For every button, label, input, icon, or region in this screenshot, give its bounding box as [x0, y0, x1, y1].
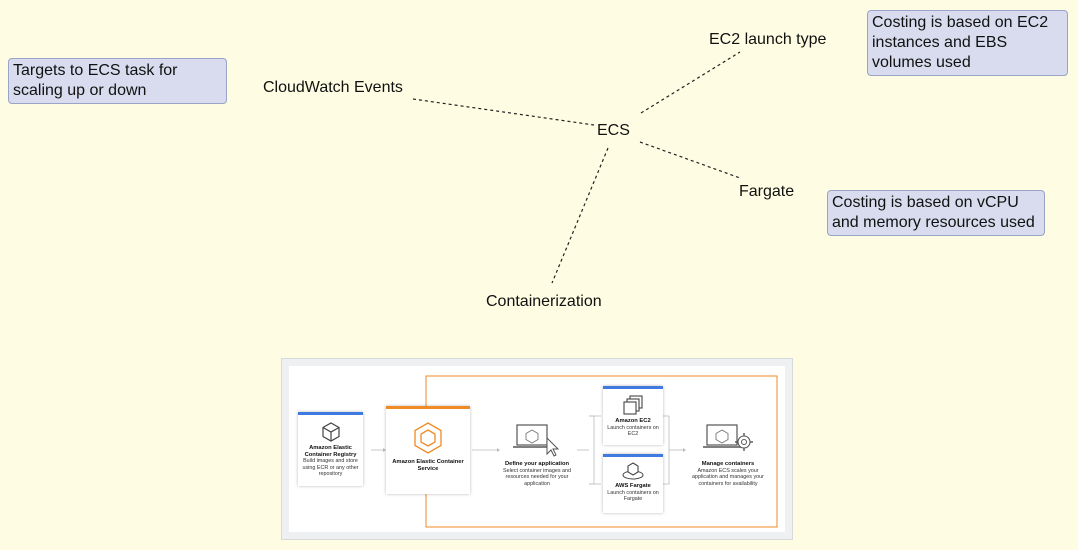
card-amazon-ecr: Amazon Elastic Container Registry Build …	[298, 412, 363, 486]
card-fargate-accent	[603, 454, 663, 457]
figure-canvas: Amazon Elastic Container Registry Build …	[289, 366, 785, 532]
note-fargate-costing: Costing is based on vCPU and memory reso…	[827, 190, 1045, 236]
center-node-ecs[interactable]: ECS	[597, 122, 630, 139]
ec2-description: Launch containers on EC2	[607, 424, 659, 438]
fargate-title: AWS Fargate	[615, 483, 651, 489]
define-description: Select container images and resources ne…	[502, 467, 572, 487]
connector-ec2	[640, 51, 741, 114]
note-ec2-costing: Costing is based on EC2 instances and EB…	[867, 10, 1068, 76]
step-define-application: Define your application Select container…	[499, 420, 575, 487]
connector-cloudwatch	[412, 98, 595, 126]
card-ec2-accent	[603, 386, 663, 389]
fargate-icon	[622, 462, 644, 480]
card-ecr-accent	[298, 412, 363, 415]
ecs-title: Amazon Elastic Container Service	[392, 459, 464, 472]
ecr-title: Amazon Elastic Container Registry	[304, 445, 357, 458]
manage-description: Amazon ECS scales your application and m…	[692, 467, 764, 487]
laptop-cursor-icon	[513, 424, 560, 457]
card-amazon-ecs: Amazon Elastic Container Service	[386, 406, 470, 494]
branch-ec2-launch-type[interactable]: EC2 launch type	[709, 31, 827, 48]
connector-containerization	[551, 147, 609, 284]
ec2-title: Amazon EC2	[615, 418, 651, 424]
ecr-description: Build images and store using ECR or any …	[302, 458, 359, 478]
fargate-description: Launch containers on Fargate	[607, 489, 659, 503]
step-manage-containers: Manage containers Amazon ECS scales your…	[687, 420, 769, 487]
note-cloudwatch: Targets to ECS task for scaling up or do…	[8, 58, 227, 104]
ecr-cube-icon	[321, 422, 340, 442]
manage-title: Manage containers	[701, 461, 755, 467]
connector-fargate	[639, 141, 741, 179]
define-title: Define your application	[504, 461, 570, 467]
laptop-gear-icon	[703, 424, 753, 451]
ecs-hexagon-icon	[414, 422, 442, 454]
card-amazon-ec2: Amazon EC2 Launch containers on EC2	[603, 386, 663, 445]
card-aws-fargate: AWS Fargate Launch containers on Fargate	[603, 454, 663, 513]
ecs-workflow-figure: Amazon Elastic Container Registry Build …	[281, 358, 793, 540]
branch-fargate[interactable]: Fargate	[739, 183, 795, 200]
card-ecs-accent	[386, 406, 470, 409]
branch-cloudwatch-events[interactable]: CloudWatch Events	[263, 79, 403, 96]
branch-containerization[interactable]: Containerization	[486, 293, 602, 310]
ec2-instances-icon	[623, 395, 643, 415]
